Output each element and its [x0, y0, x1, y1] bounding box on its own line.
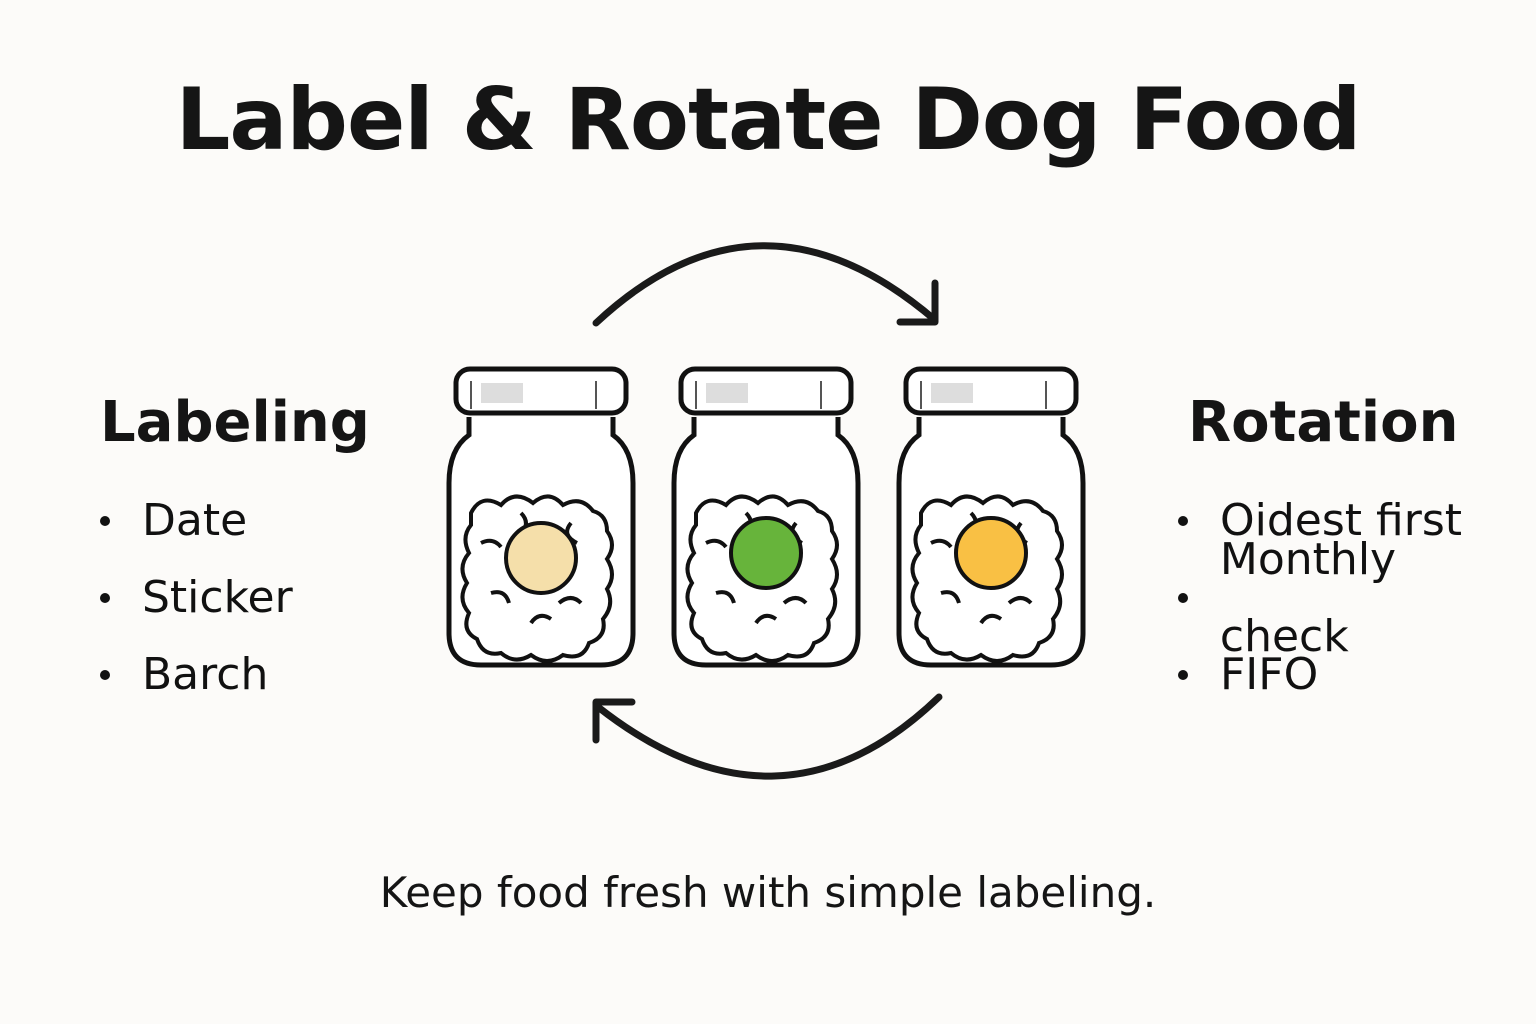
- list-item: Barch: [100, 636, 293, 713]
- page-title: Label & Rotate Dog Food: [175, 70, 1362, 170]
- bullet-icon: [100, 592, 110, 603]
- list-item: Date: [100, 482, 293, 559]
- list-item: Monthly check: [1178, 534, 1536, 662]
- bullet-icon: [1178, 515, 1188, 526]
- rotation-list: Oidest first Monthly check FIFO: [1178, 482, 1536, 713]
- bullet-icon: [100, 669, 110, 680]
- rotation-heading: Rotation: [1188, 390, 1459, 455]
- bullet-icon: [1178, 592, 1188, 603]
- jar-3: [899, 369, 1083, 665]
- labeling-list: Date Sticker Barch: [100, 482, 293, 713]
- list-item: FIFO: [1178, 636, 1536, 713]
- jar-1: [449, 369, 633, 665]
- label-dot-icon: [729, 516, 803, 590]
- list-item: Oidest first: [1178, 482, 1536, 559]
- jar-2: [674, 369, 858, 665]
- arrow-left-curved-icon: [592, 693, 943, 780]
- labeling-heading: Labeling: [100, 390, 370, 455]
- label-dot-icon: [954, 516, 1028, 590]
- bullet-icon: [100, 515, 110, 526]
- arrow-right-curved-icon: [592, 242, 939, 327]
- footer-caption: Keep food fresh with simple labeling.: [379, 868, 1157, 917]
- list-item: Sticker: [100, 559, 293, 636]
- label-dot-icon: [504, 521, 578, 595]
- bullet-icon: [1178, 669, 1188, 680]
